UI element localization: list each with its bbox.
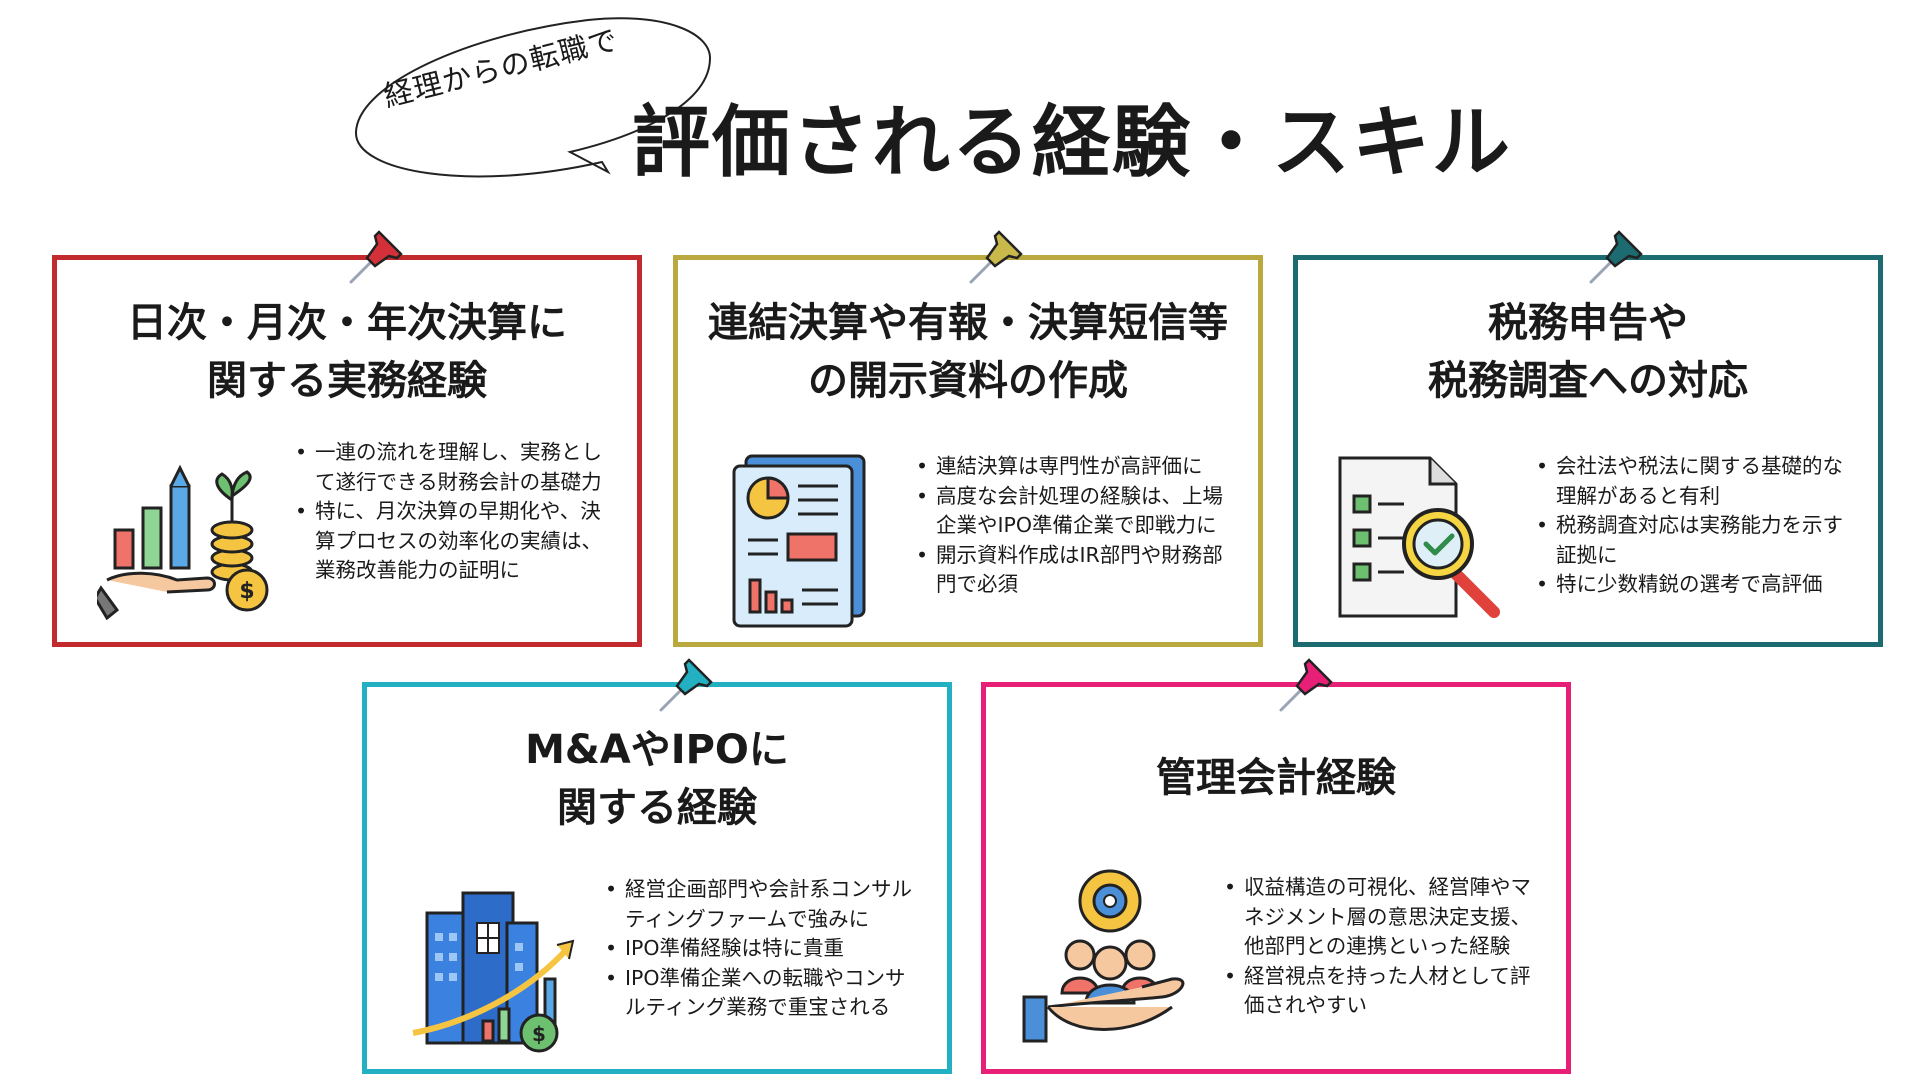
bullet-line: 連結決算は専門性が高評価に xyxy=(936,454,1203,478)
svg-text:$: $ xyxy=(239,579,254,604)
card-title: 日次・月次・年次決算に 関する実務経験 xyxy=(57,294,637,410)
card-bullet-list: 収益構造の可視化、経営陣やマネジメント層の意思決定支援、他部門との連携といった経… xyxy=(1218,873,1558,1021)
pushpin-icon xyxy=(659,658,713,712)
bullet-line: ティングファームで強みに xyxy=(625,906,870,931)
page-title: 評価される経験・スキル xyxy=(632,98,1513,188)
card-title-line: 連結決算や有報・決算短信等 xyxy=(708,300,1228,346)
bullet-item: 連結決算は専門性が高評価に xyxy=(910,452,1250,482)
svg-text:$: $ xyxy=(532,1022,546,1046)
bullet-line: 収益構造の可視化、経営陣やマ xyxy=(1244,875,1531,899)
bullet-line: 一連の流れを理解し、実務とし xyxy=(315,440,602,464)
bullet-line: 業務改善能力の証明に xyxy=(315,558,520,582)
card-disclosure-documents: 連結決算や有報・決算短信等 の開示資料の作成 連結決算は専門性が高評価に 高度な… xyxy=(673,255,1263,647)
pushpin-icon xyxy=(969,230,1023,284)
card-title: 税務申告や 税務調査への対応 xyxy=(1298,294,1878,410)
bullet-line: 証拠に xyxy=(1556,542,1618,567)
document-audit-magnifier-icon xyxy=(1338,456,1500,618)
speech-bubble-outline xyxy=(354,17,712,178)
bullet-line: 税務調査対応は実務能力を示す xyxy=(1556,513,1843,537)
bullet-line: 経営企画部門や会計系コンサル xyxy=(625,877,912,901)
card-title-line: 関する実務経験 xyxy=(207,358,487,404)
bullet-item: IPO準備経験は特に貴重 xyxy=(599,934,939,964)
card-title: M&AやIPOに 関する経験 xyxy=(367,721,947,837)
hand-growth-coins-icon: $ xyxy=(97,464,269,620)
card-bullet-list: 連結決算は専門性が高評価に 高度な会計処理の経験は、上場企業やIPO準備企業で即… xyxy=(910,452,1250,600)
pushpin-icon xyxy=(1589,230,1643,284)
bullet-item: 特に少数精鋭の選考で高評価 xyxy=(1530,570,1870,600)
bullet-line: 価されやすい xyxy=(1244,993,1367,1017)
card-closing-experience: 日次・月次・年次決算に 関する実務経験 $ 一連の流れを理解し、実務として遂行で… xyxy=(52,255,642,647)
bullet-line: 特に、月次決算の早期化や、決 xyxy=(315,499,601,523)
card-title-line: 管理会計経験 xyxy=(1156,755,1396,801)
header-speech-bubble: 経理からの転職で xyxy=(350,14,720,184)
card-ma-ipo: M&AやIPOに 関する経験 $ 経営企画部門や会計系コンサルティングファームで… xyxy=(362,682,952,1074)
hand-team-gear-icon xyxy=(1022,869,1185,1043)
bullet-line: 特に少数精鋭の選考で高評価 xyxy=(1556,572,1823,596)
card-title: 管理会計経験 xyxy=(986,749,1566,807)
bullet-line: IPO準備経験は特に貴重 xyxy=(625,936,845,960)
bullet-line: 経営視点を持った人材として評 xyxy=(1244,963,1531,988)
card-title-line: 税務調査への対応 xyxy=(1428,358,1748,404)
bullet-line: 他部門との連携といった経験 xyxy=(1244,934,1511,958)
bullet-line: ネジメント層の意思決定支援、 xyxy=(1244,904,1531,929)
bullet-line: 算プロセスの効率化の実績は、 xyxy=(315,528,602,553)
bullet-line: 会社法や税法に関する基礎的な xyxy=(1556,454,1843,478)
building-growth-chart-icon: $ xyxy=(412,891,575,1053)
pushpin-icon xyxy=(349,230,403,284)
card-title-line: 日次・月次・年次決算に xyxy=(127,300,567,346)
card-title-line: M&AやIPOに xyxy=(525,727,789,773)
card-title-line: の開示資料の作成 xyxy=(808,358,1128,404)
bullet-line: IPO準備企業への転職やコンサ xyxy=(625,965,906,990)
bullet-line: 高度な会計処理の経験は、上場 xyxy=(936,483,1223,508)
report-document-icon xyxy=(732,454,866,628)
card-title: 連結決算や有報・決算短信等 の開示資料の作成 xyxy=(678,294,1258,410)
bullet-line: て遂行できる財務会計の基礎力 xyxy=(315,469,602,494)
card-management-accounting: 管理会計経験 収益構造の可視化、経営陣やマネジメント層の意思決定支援、他部門との… xyxy=(981,682,1571,1074)
card-title-line: 関する経験 xyxy=(557,785,757,831)
pushpin-icon xyxy=(1279,658,1333,712)
bullet-item: 収益構造の可視化、経営陣やマネジメント層の意思決定支援、他部門との連携といった経… xyxy=(1218,873,1558,962)
card-title-line: 税務申告や xyxy=(1488,300,1688,346)
bullet-line: ルティング業務で重宝される xyxy=(625,995,891,1019)
bullet-line: 門で必須 xyxy=(936,572,1018,596)
bullet-line: 理解があると有利 xyxy=(1556,483,1720,508)
bullet-line: 企業やIPO準備企業で即戦力に xyxy=(936,513,1217,537)
bullet-line: 開示資料作成はIR部門や財務部 xyxy=(936,542,1223,567)
